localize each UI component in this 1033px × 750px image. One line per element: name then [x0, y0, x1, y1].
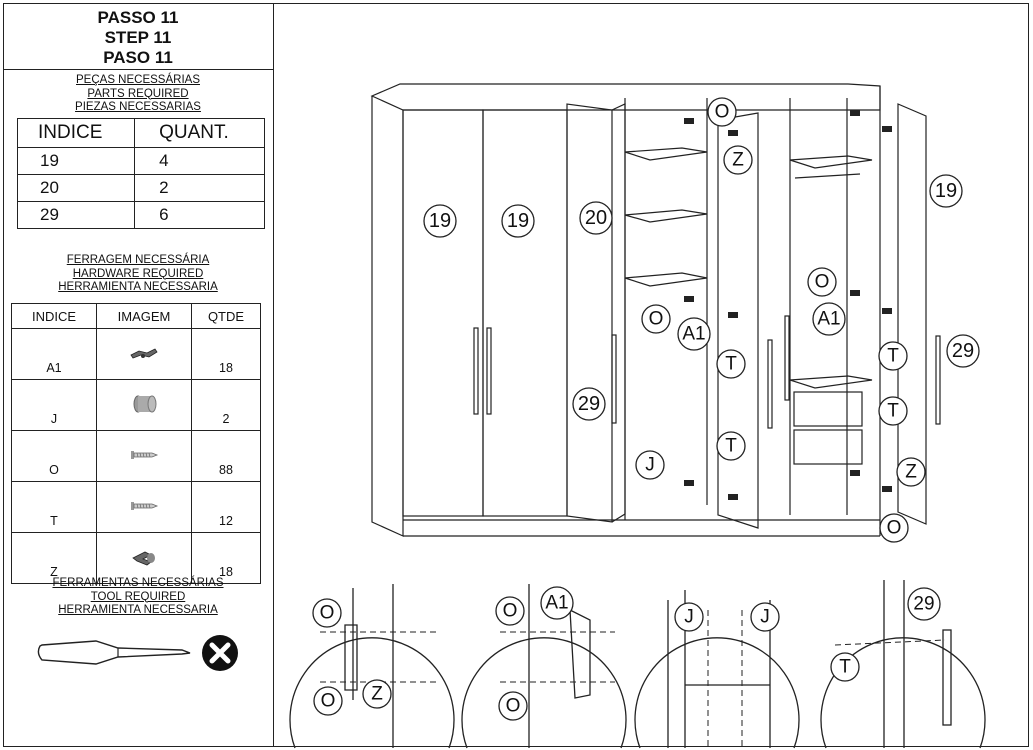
- hw-qty: 2: [191, 379, 261, 431]
- table-row: 29 6: [16, 201, 265, 229]
- screwdriver-icon: [37, 640, 191, 665]
- step-title-es: PASO 11: [103, 48, 173, 67]
- hardware-table: INDICE IMAGEM QTDE A1 18 J 2 O 88 T 12 Z: [11, 303, 261, 584]
- hw-col-qty: QTDE: [191, 303, 261, 329]
- parts-heading-en: PARTS REQUIRED: [87, 87, 189, 100]
- hardware-heading-en: HARDWARE REQUIRED: [72, 267, 204, 280]
- step-title-box: PASSO 11 STEP 11 PASO 11: [3, 3, 273, 70]
- hardware-heading: FERRAGEM NECESSÁRIA HARDWARE REQUIRED HE…: [3, 254, 273, 295]
- parts-heading: PEÇAS NECESSÁRIAS PARTS REQUIRED PIEZAS …: [3, 74, 273, 115]
- tools-heading: FERRAMENTAS NECESSÁRIAS TOOL REQUIRED HE…: [3, 577, 273, 618]
- parts-heading-es: PIEZAS NECESSARIAS: [75, 101, 201, 113]
- step-title-pt: PASSO 11: [97, 8, 179, 27]
- hw-qty: 18: [191, 328, 261, 380]
- hardware-heading-pt: FERRAGEM NECESSÁRIA: [66, 254, 210, 266]
- table-row: A1 18: [11, 328, 261, 380]
- hw-index: J: [11, 379, 97, 431]
- hinge-cup-icon: [96, 532, 192, 584]
- tools-heading-en: TOOL REQUIRED: [90, 590, 186, 603]
- parts-table: INDICE QUANT. 19 4 20 2 29 6: [16, 118, 265, 229]
- tools-heading-es: HERRAMIENTA NECESSARIA: [58, 604, 218, 616]
- part-index: 20: [16, 174, 136, 202]
- hw-index: A1: [11, 328, 97, 380]
- hw-col-image: IMAGEM: [96, 303, 192, 329]
- table-row: J 2: [11, 379, 261, 431]
- column-divider: [273, 3, 274, 747]
- parts-col-qty: QUANT.: [134, 118, 265, 148]
- screw-icon: [96, 481, 192, 533]
- tools-drawing: [37, 635, 238, 671]
- step-title-en: STEP 11: [104, 28, 172, 47]
- hw-col-index: INDICE: [11, 303, 97, 329]
- tools-heading-pt: FERRAMENTAS NECESSÁRIAS: [52, 577, 224, 589]
- parts-heading-pt: PEÇAS NECESSÁRIAS: [76, 74, 200, 86]
- part-index: 29: [16, 201, 136, 229]
- hardware-heading-es: HERRAMIENTA NECESSARIA: [58, 281, 218, 293]
- table-row: Z 18: [11, 532, 261, 584]
- hw-index: Z: [11, 532, 97, 584]
- part-qty: 6: [134, 201, 265, 229]
- table-row: O 88: [11, 430, 261, 482]
- phillips-head-icon: [202, 635, 238, 671]
- hw-qty: 18: [191, 532, 261, 584]
- hinge-plate-icon: [96, 328, 192, 380]
